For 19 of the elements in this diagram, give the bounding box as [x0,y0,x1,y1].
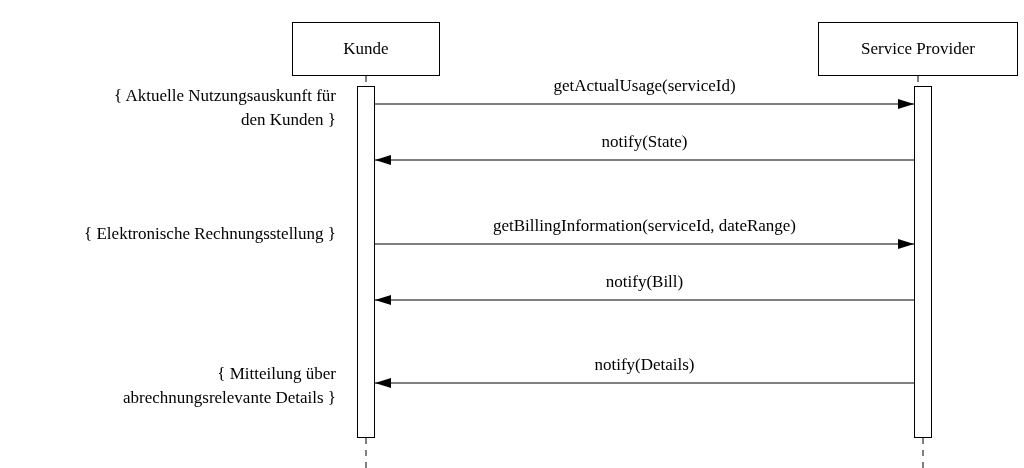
edge-label: notify(State) [599,132,690,152]
note-text: { Mitteilung über abrechnungsrelevante Details } [122,363,336,409]
note-text: { Aktuelle Nutzungsauskunft für den Kunden } [112,85,336,131]
note-text: { Elektronische Rechnungsstellung } [84,223,336,245]
message-arrow [374,378,915,388]
lifeline [922,437,924,468]
message-arrow [374,155,915,165]
message-arrow [374,239,915,249]
message-arrow [374,99,915,109]
edge-label: getActualUsage(serviceId) [551,76,738,96]
edge-label: getBillingInformation(serviceId, dateRange) [490,216,799,236]
participant-box: Service Provider [818,22,1018,76]
lifeline [365,437,367,468]
message-arrow [374,295,915,305]
edge-label: notify(Bill) [603,272,686,292]
participant-box: Kunde [292,22,440,76]
activation-bar [914,86,932,438]
edge-label: notify(Details) [592,355,697,375]
activation-bar [357,86,375,438]
